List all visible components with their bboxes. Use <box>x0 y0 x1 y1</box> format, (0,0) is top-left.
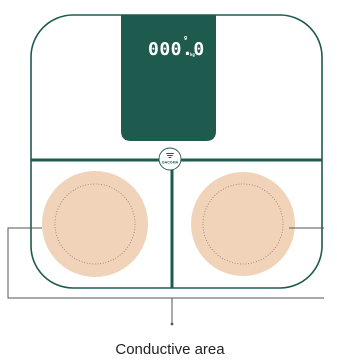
scale-brand-logo-icon <box>166 153 174 158</box>
display-unit-kg: kg <box>190 52 195 57</box>
display-reading: 000.0 <box>148 39 205 60</box>
brand-name: GACOMA <box>162 161 179 165</box>
left-electrode-pad <box>42 171 148 277</box>
display-unit-g: g <box>184 35 187 41</box>
display-panel <box>121 15 216 141</box>
brand-badge <box>158 147 182 171</box>
right-electrode-dotted-ring <box>202 183 284 265</box>
right-electrode-pad <box>191 172 295 276</box>
left-leader-line <box>7 227 172 299</box>
leader-endpoint-dot <box>170 322 174 326</box>
left-electrode-dotted-ring <box>54 183 136 265</box>
conductive-area-caption: Conductive area <box>115 341 225 358</box>
